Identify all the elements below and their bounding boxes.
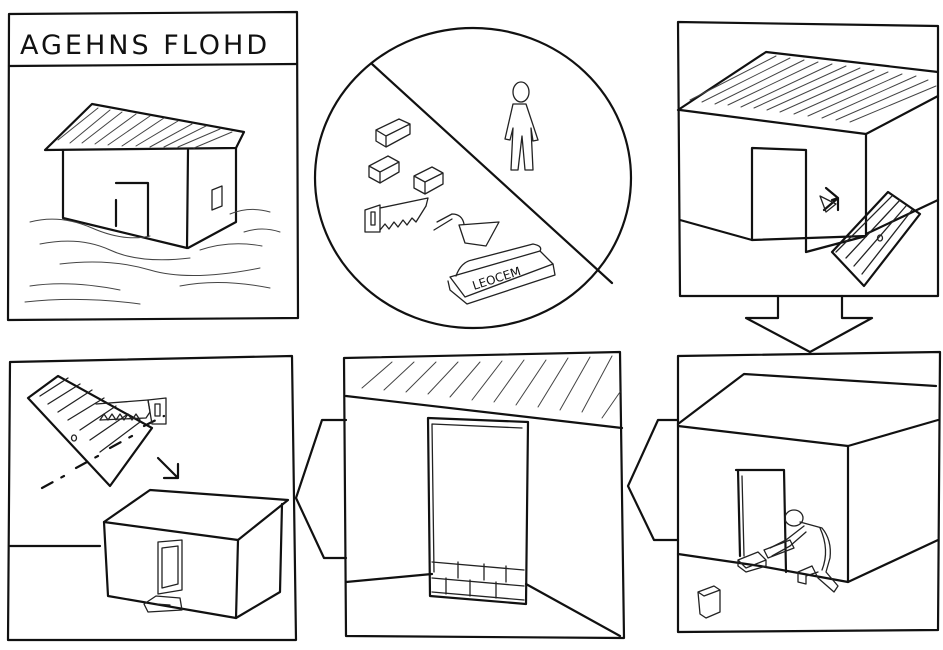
house-icon [45, 104, 244, 248]
person-icon [764, 510, 838, 592]
panel-3-remove-door [678, 22, 938, 352]
house-icon [104, 490, 288, 618]
brick-icon [738, 552, 766, 572]
trowel-icon [434, 214, 499, 246]
arrow-icon [746, 296, 872, 352]
door-icon [28, 376, 152, 486]
arrow-icon [296, 420, 346, 558]
flood-water [25, 209, 280, 304]
panel-4-cut-door [8, 356, 296, 640]
cement-bag-icon: LEOCEM [448, 244, 555, 304]
brick-icon [414, 167, 443, 194]
brick-icon [369, 156, 399, 183]
saw-icon [365, 198, 428, 232]
panel-1-flood: AGEHNS FLOHD [8, 12, 298, 320]
panel-6-bricklaying [628, 352, 940, 632]
panel-2-materials: LEOCEM [315, 28, 631, 328]
brick-icon [376, 119, 410, 147]
person-icon [505, 82, 538, 170]
brick-icon [698, 586, 720, 618]
arrow-icon [628, 420, 678, 540]
arrow-icon [158, 458, 178, 478]
door-icon [832, 192, 920, 286]
panel-5-doorway [296, 352, 624, 638]
flood-caption: AGEHNS FLOHD [20, 30, 270, 61]
